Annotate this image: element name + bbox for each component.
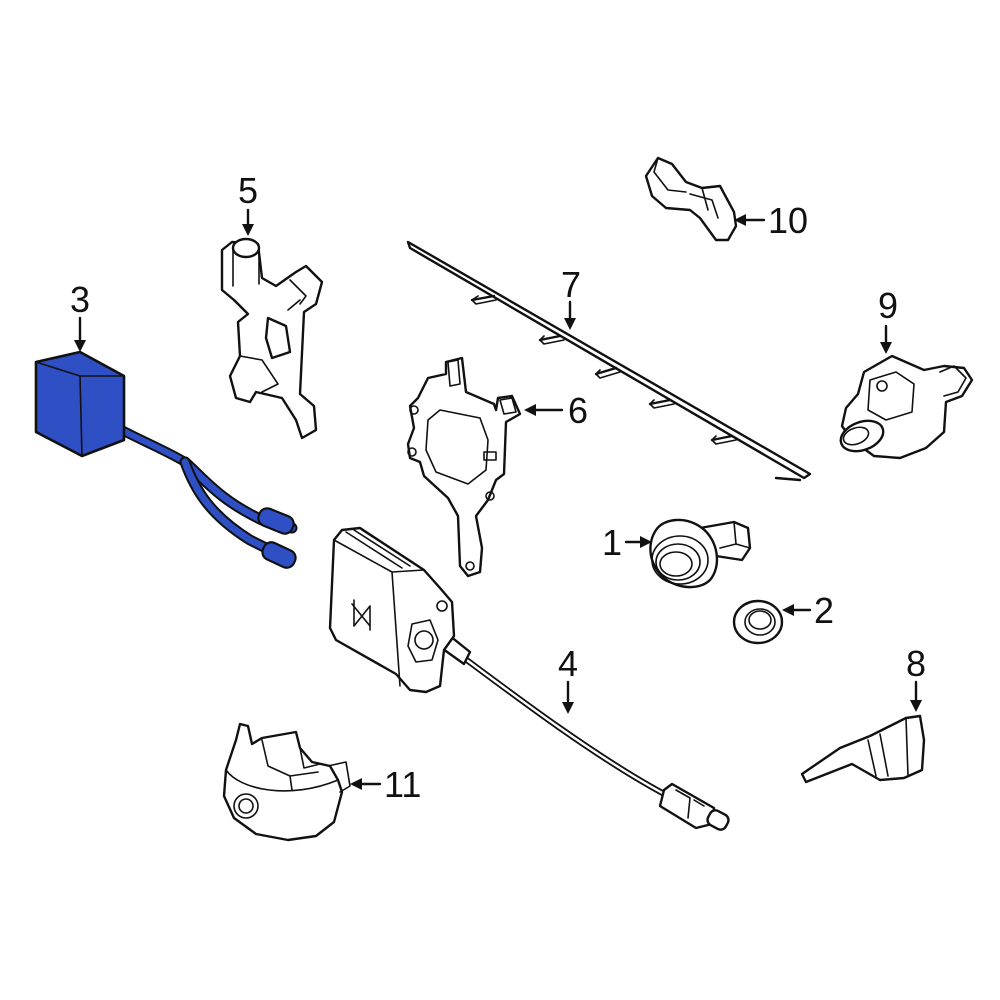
part-9-sensor-housing[interactable] [837, 354, 974, 460]
cable-end-connector [658, 782, 716, 830]
housing-lens-inner [842, 426, 870, 446]
sensor-face-outer [651, 535, 709, 585]
cable-main-fill [115, 425, 188, 465]
plate-hole-2 [407, 447, 417, 457]
clip-body [644, 156, 738, 242]
arrow-1 [640, 536, 652, 548]
arrow-9 [880, 342, 892, 354]
strip-body [406, 240, 812, 480]
plate-inner-recess [425, 409, 489, 485]
bracket-cylinder-top [231, 237, 261, 259]
plate-hole-3 [485, 491, 495, 501]
plate-hole-4 [465, 561, 475, 571]
part-2-ring[interactable] [732, 599, 784, 645]
callout-10: 10 [768, 200, 808, 241]
callout-4: 4 [558, 643, 578, 684]
callout-3: 3 [70, 279, 90, 320]
sensor-box-edges [35, 361, 125, 457]
arrow-8 [910, 700, 922, 712]
plate-slot [483, 451, 497, 461]
clip-detail [653, 157, 719, 219]
callout-labels: 3 5 7 6 10 9 1 2 4 8 11 [70, 170, 926, 805]
arrow-6 [524, 404, 536, 416]
callout-7: 7 [561, 264, 581, 305]
callout-8: 8 [906, 643, 926, 684]
module-connector-ring [414, 630, 434, 650]
plate-body [406, 356, 522, 578]
housing-frame [867, 371, 915, 421]
callout-11: 11 [384, 764, 421, 805]
holder-detail [261, 739, 351, 793]
module-connector-port [407, 619, 439, 663]
arrow-10 [734, 214, 746, 226]
plate-clips [447, 359, 517, 415]
holder-lens-outer [233, 793, 259, 819]
module-cable-inner [438, 638, 670, 798]
arrow-5 [242, 224, 254, 236]
callout-6: 6 [568, 390, 588, 431]
cable-end-detail [675, 789, 705, 819]
connector-upper [257, 507, 295, 535]
part-5-bracket[interactable] [220, 237, 324, 440]
module-mount-hole-1 [436, 600, 448, 612]
bracket-tab [289, 279, 307, 305]
module-edges [333, 539, 425, 687]
housing-connector [939, 365, 967, 397]
plug-body [800, 714, 926, 784]
ring-inner [744, 608, 776, 636]
module-cable-outer [437, 637, 671, 799]
part-8-cone-plug[interactable] [800, 714, 926, 784]
part-11-sensor-holder[interactable] [222, 722, 351, 842]
plate-hole-1 [409, 405, 419, 415]
holder-lens-inner [238, 798, 254, 814]
sensor-face-inner [655, 543, 701, 581]
cable-end-tip [706, 809, 730, 831]
callout-5: 5 [238, 170, 258, 211]
callout-1: 1 [602, 522, 622, 563]
leaders [74, 208, 922, 790]
part-4-radar-module[interactable] [328, 526, 731, 832]
arrow-2 [782, 604, 794, 616]
part-7-strip[interactable] [406, 240, 812, 482]
bracket-clip [264, 316, 292, 360]
plug-ribs [867, 717, 909, 777]
strip-tabs [470, 294, 802, 482]
module-body [328, 526, 456, 694]
callout-2: 2 [814, 590, 834, 631]
arrow-11 [350, 778, 362, 790]
sensor-face-core [659, 551, 693, 577]
strip-tab-edges [471, 295, 737, 445]
holder-rim [225, 769, 339, 792]
cable-lower-fill [181, 458, 294, 564]
bracket-cylinder-sides [232, 249, 260, 287]
arrow-3 [74, 340, 86, 352]
module-logo-mark [351, 599, 371, 631]
ring-hole [748, 610, 772, 630]
bracket-detail [239, 299, 301, 393]
arrow-7 [564, 318, 576, 330]
part-6-mounting-plate[interactable] [406, 356, 522, 578]
module-fins [345, 529, 419, 569]
sensor-plug-edges [719, 521, 751, 549]
callout-9: 9 [878, 285, 898, 326]
housing-pin [876, 380, 888, 392]
part-3-sensor-harness[interactable] [34, 350, 298, 570]
arrow-4 [562, 702, 574, 714]
connector-lower [261, 541, 297, 569]
part-1-parking-sensor[interactable] [649, 518, 752, 589]
part-10-clip[interactable] [644, 156, 738, 242]
